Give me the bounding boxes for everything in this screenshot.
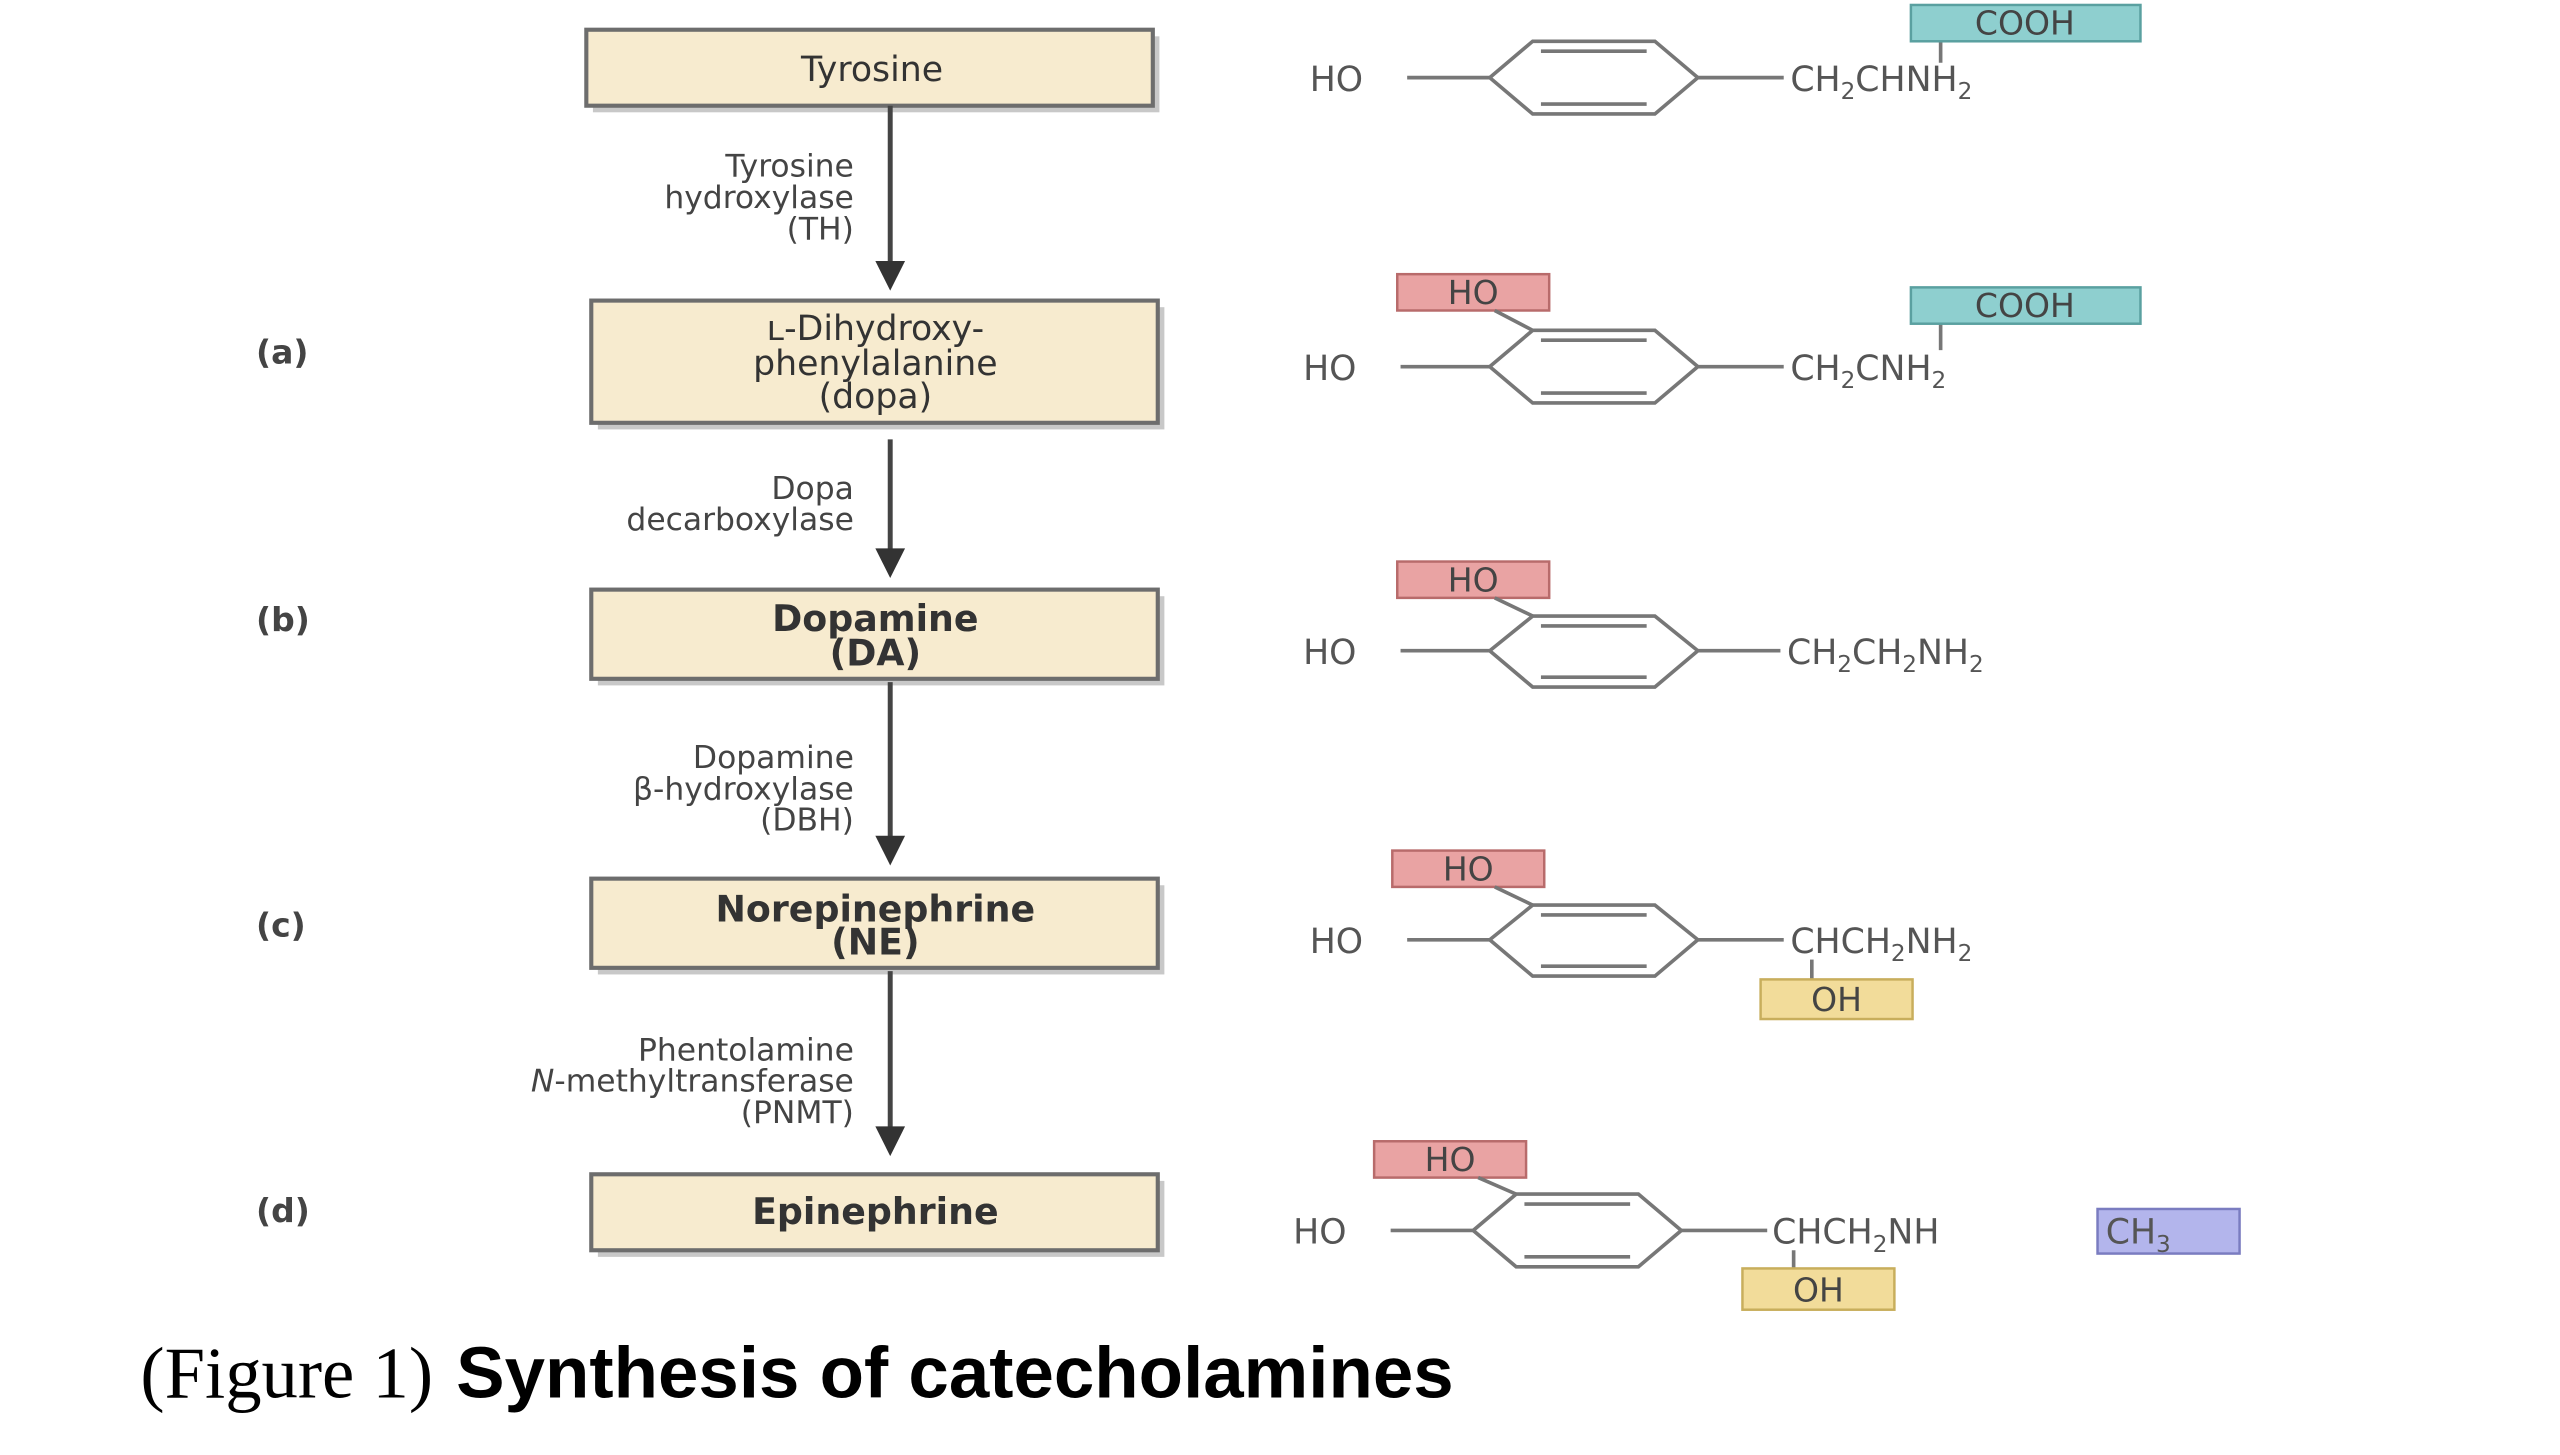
structure-norepinephrine: HO HO CHCH2NH2 OH: [1310, 849, 1972, 1021]
compound-name-line: ʟ-Dihydroxy-: [767, 309, 984, 349]
reaction-arrow: [875, 682, 906, 866]
enzyme-label-th: Tyrosine hydroxylase (TH): [664, 149, 854, 248]
figure-title: Synthesis of catecholamines: [456, 1332, 1454, 1414]
structure-dopa: HO HO CH2CNH2 COOH: [1303, 273, 2142, 405]
enzyme-label-dopa-decarboxylase: Dopa decarboxylase: [626, 471, 853, 538]
hydroxyl-tag: HO: [1448, 273, 1499, 312]
hydroxyl-label: HO: [1293, 1213, 1346, 1253]
structure-epinephrine: HO HO CHCH2NH CH3 OH: [1293, 1140, 2241, 1311]
side-chain: CH2CNH2: [1790, 349, 1946, 394]
compound-name-line: Norepinephrine: [716, 888, 1036, 931]
hydroxyl-label: HO: [1303, 349, 1356, 389]
side-chain: CHCH2NH2: [1790, 922, 1972, 967]
enzyme-line: (TH): [787, 211, 854, 247]
hydroxyl-tag: HO: [1425, 1140, 1476, 1179]
enzyme-line: (PNMT): [741, 1095, 854, 1131]
enzyme-line: β-hydroxylase: [633, 771, 854, 807]
hydroxyl-label: HO: [1310, 922, 1363, 962]
side-chain: CHCH2NH: [1772, 1213, 1939, 1258]
reaction-arrow: [875, 439, 906, 579]
synthesis-pathway-diagram: Tyrosine ʟ-Dihydroxy- phenylalanine (dop…: [256, 4, 2241, 1311]
enzyme-label-dbh: Dopamine β-hydroxylase (DBH): [633, 740, 854, 839]
step-label-d: (d): [256, 1191, 310, 1230]
compound-box-dopa: ʟ-Dihydroxy- phenylalanine (dopa): [589, 298, 1165, 430]
structure-tyrosine: HO CH2CHNH2 COOH: [1310, 4, 2142, 116]
step-label-a: (a): [256, 332, 308, 371]
hydroxyl-label: HO: [1310, 60, 1363, 100]
enzyme-line: N-methyltransferase: [531, 1064, 854, 1100]
figure-caption: (Figure 1) Synthesis of catecholamines: [140, 1331, 1453, 1415]
compound-name-line: (dopa): [819, 377, 933, 417]
step-label-c: (c): [256, 905, 306, 944]
hydroxyl-tag: HO: [1448, 560, 1499, 599]
enzyme-line: Dopamine: [693, 740, 854, 776]
hydroxyl-label: HO: [1303, 633, 1356, 673]
step-label-b: (b): [256, 600, 310, 639]
carboxyl-tag: COOH: [1975, 4, 2075, 43]
figure-label: (Figure 1): [140, 1332, 434, 1414]
compound-box-dopamine: Dopamine (DA): [589, 587, 1165, 686]
compound-box-tyrosine: Tyrosine: [584, 27, 1160, 113]
compound-name-line: (NE): [831, 921, 919, 964]
enzyme-line: Tyrosine: [724, 149, 854, 185]
reaction-arrow: [875, 971, 906, 1157]
hydroxyl-tag: OH: [1811, 980, 1862, 1019]
enzyme-line: Phentolamine: [638, 1032, 854, 1068]
compound-name-line: phenylalanine: [753, 344, 997, 384]
enzyme-line: hydroxylase: [664, 180, 854, 216]
hydroxyl-tag: OH: [1793, 1270, 1844, 1309]
compound-name: Epinephrine: [752, 1190, 999, 1233]
side-chain: CH2CHNH2: [1790, 60, 1972, 105]
compound-name-line: Dopamine: [772, 597, 978, 640]
hydroxyl-tag: HO: [1443, 849, 1494, 888]
structure-dopamine: HO HO CH2CH2NH2: [1303, 560, 1984, 689]
compound-box-norepinephrine: Norepinephrine (NE): [589, 876, 1165, 975]
enzyme-line: decarboxylase: [626, 502, 853, 538]
enzyme-line: (DBH): [760, 803, 854, 839]
reaction-arrow: [875, 105, 906, 291]
compound-name-line: (DA): [830, 632, 921, 675]
compound-box-epinephrine: Epinephrine: [589, 1172, 1165, 1257]
enzyme-label-pnmt: Phentolamine N-methyltransferase (PNMT): [531, 1032, 854, 1131]
enzyme-line: Dopa: [771, 471, 854, 507]
carboxyl-tag: COOH: [1975, 286, 2075, 325]
side-chain: CH2CH2NH2: [1787, 633, 1984, 678]
compound-name: Tyrosine: [800, 50, 943, 90]
